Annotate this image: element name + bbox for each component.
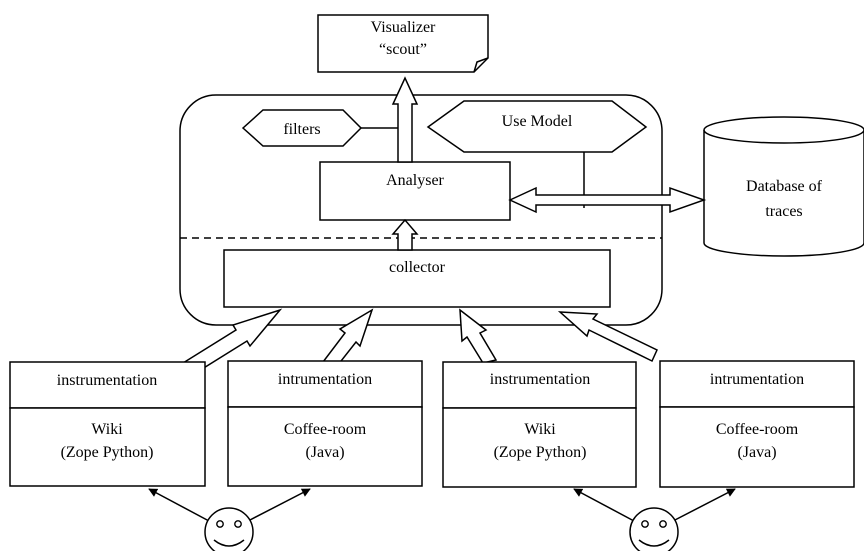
visualizer-label-line1: Visualizer (371, 19, 436, 36)
collector-label: collector (389, 259, 446, 276)
app-name-label: Wiki (91, 421, 123, 438)
app-name-label: Coffee-room (284, 421, 367, 438)
use-model-node: Use Model (426, 100, 648, 153)
app3-to-collector-arrow (459, 308, 498, 364)
database-label-line1: Database of (746, 178, 823, 195)
analyser-to-visualizer-arrow (391, 76, 419, 163)
instrumentation-label: instrumentation (490, 371, 590, 388)
app-box (442, 407, 637, 488)
user2-to-wiki-arrow (573, 488, 635, 522)
app-coffee-room-1: intrumentation Coffee-room (Java) (227, 360, 423, 487)
app-name-label: Coffee-room (716, 421, 799, 438)
app-name-label: Wiki (524, 421, 556, 438)
app-box (227, 406, 423, 487)
instrumentation-label: instrumentation (57, 372, 157, 389)
user2-to-coffee-room-arrow (672, 488, 736, 522)
user1-to-coffee-room-arrow (247, 488, 311, 522)
filters-node: filters (241, 109, 363, 147)
collector-node: collector (223, 249, 611, 308)
app-wiki-1: instrumentation Wiki (Zope Python) (9, 361, 206, 487)
instrumentation-label: intrumentation (278, 371, 372, 388)
user1-to-wiki-arrow (148, 488, 210, 522)
app-coffee-room-2: intrumentation Coffee-room (Java) (659, 360, 855, 488)
database-label-line2: traces (765, 203, 802, 220)
instrumentation-box (442, 361, 637, 409)
app-tech-label: (Zope Python) (494, 444, 587, 461)
analyser-label: Analyser (386, 172, 444, 189)
use-model-label: Use Model (502, 113, 573, 130)
instrumentation-label: intrumentation (710, 371, 804, 388)
visualizer-label-line2: “scout” (379, 41, 427, 58)
app-box (659, 406, 855, 488)
instrumentation-box (9, 361, 206, 409)
database-node: Database of traces (703, 116, 864, 257)
smiley-face-icon (629, 507, 679, 551)
analyser-node: Analyser (319, 161, 511, 221)
smiley-face-icon (204, 507, 254, 551)
app4-to-collector-arrow (557, 311, 658, 363)
analyser-database-double-arrow (508, 186, 707, 214)
app-wiki-2: instrumentation Wiki (Zope Python) (442, 361, 637, 488)
app-tech-label: (Java) (305, 444, 344, 461)
app-tech-label: (Zope Python) (61, 444, 154, 461)
app-tech-label: (Java) (737, 444, 776, 461)
filters-label: filters (283, 121, 320, 138)
app-box (9, 407, 206, 487)
visualizer-node: Visualizer “scout” (317, 14, 489, 73)
collector-to-analyser-arrow (391, 218, 419, 251)
instrumentation-box (227, 360, 423, 408)
